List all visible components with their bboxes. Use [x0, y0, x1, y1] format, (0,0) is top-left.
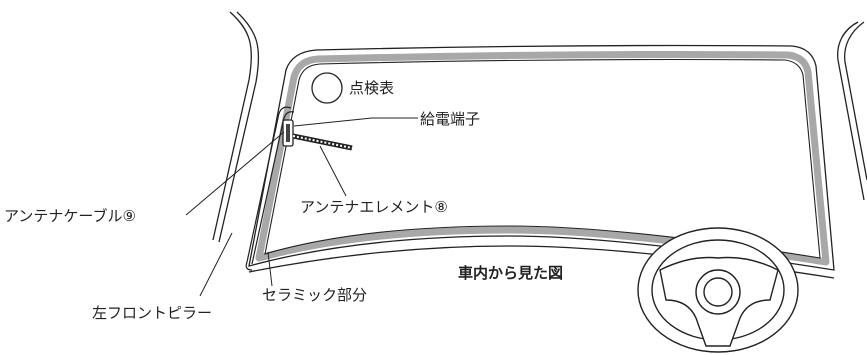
label-ceramic-part: セラミック部分 — [262, 286, 368, 304]
label-antenna-cable: アンテナケーブル⑨ — [4, 207, 136, 225]
leader-antenna-cable — [185, 131, 285, 216]
windshield-outer-edge — [248, 44, 835, 271]
leader-lines — [185, 117, 418, 297]
label-left-front-pillar: 左フロントピラー — [92, 304, 213, 322]
left-front-pillar — [212, 11, 260, 243]
ceramic-band — [255, 51, 830, 266]
power-terminal-core — [286, 124, 290, 142]
leader-power-terminal — [293, 117, 373, 127]
leader-left-pillar — [199, 232, 233, 297]
leader-ceramic — [267, 251, 273, 287]
inspection-sticker-circle — [311, 72, 343, 104]
leader-antenna-element — [319, 145, 347, 197]
label-power-terminal: 給電端子 — [420, 110, 481, 128]
label-inspection-mark: 点検表 — [349, 79, 395, 97]
label-antenna-element: アンテナエレメント⑧ — [300, 198, 448, 216]
label-view-from-inside: 車内から見た図 — [458, 264, 564, 282]
steering-wheel — [637, 227, 799, 353]
windshield-inner-edge — [264, 58, 821, 259]
right-front-pillar — [837, 21, 867, 201]
antenna-element — [292, 133, 353, 151]
